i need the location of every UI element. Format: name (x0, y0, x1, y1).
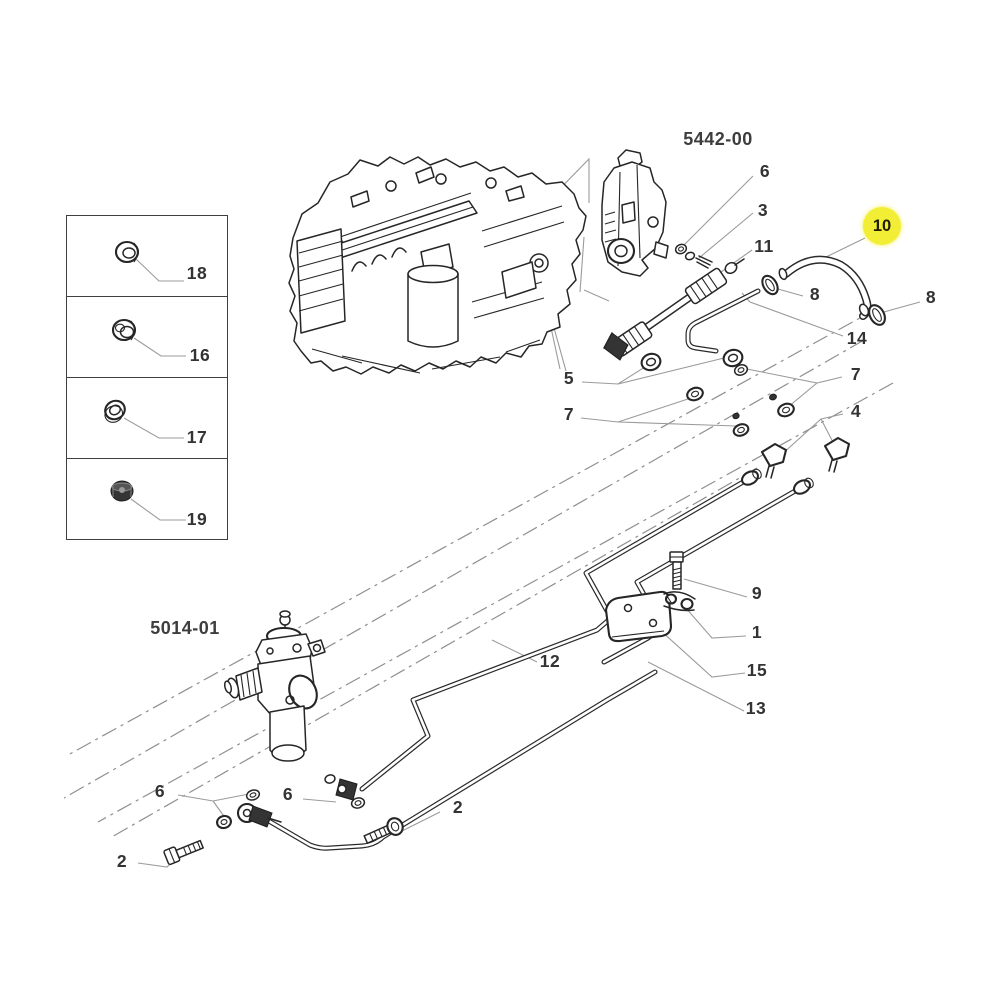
assembly-code-5014: 5014-01 (150, 618, 220, 638)
callout-7-right[interactable]: 7 (850, 364, 862, 384)
bolt-9 (669, 551, 684, 590)
callout-13[interactable]: 13 (745, 698, 767, 718)
legend-label-17[interactable]: 17 (186, 427, 208, 447)
pipe-14 (685, 288, 761, 354)
clamp-8-left (761, 274, 779, 296)
callout-6-bottom-mid[interactable]: 6 (282, 784, 294, 804)
callout-8-right[interactable]: 8 (925, 287, 937, 307)
legend-table-art (104, 240, 140, 502)
callout-2-bottom-left[interactable]: 2 (116, 851, 128, 871)
hose-assembly-11 (603, 258, 745, 361)
legend-label-19[interactable]: 19 (186, 509, 208, 529)
callout-5[interactable]: 5 (563, 368, 575, 388)
bolt-2-left (163, 839, 204, 866)
elbow-fittings-4 (760, 436, 851, 479)
callout-8-left[interactable]: 8 (809, 284, 821, 304)
centerlines (63, 307, 894, 839)
legend-cell-18[interactable] (67, 216, 227, 297)
callout-3[interactable]: 3 (757, 200, 769, 220)
callout-9[interactable]: 9 (751, 583, 763, 603)
legend-table (66, 215, 228, 540)
callout-14[interactable]: 14 (846, 328, 868, 348)
callout-11[interactable]: 11 (754, 236, 774, 256)
pump-5442-illustration (601, 149, 713, 277)
hose-10 (778, 255, 872, 320)
legend-cell-17[interactable] (67, 378, 227, 459)
callout-4[interactable]: 4 (850, 401, 862, 421)
callout-6-bottom-left[interactable]: 6 (154, 781, 166, 801)
clamp-1 (663, 591, 696, 612)
callout-12[interactable]: 12 (539, 651, 561, 671)
callout-15[interactable]: 15 (746, 660, 768, 680)
legend-label-18[interactable]: 18 (186, 263, 208, 283)
legend-label-16[interactable]: 16 (189, 345, 211, 365)
engine-illustration (288, 156, 587, 375)
bracket-plate-15 (604, 590, 673, 643)
assembly-code-5442: 5442-00 (683, 129, 753, 149)
hardware-washers-nuts (640, 348, 795, 437)
callout-1[interactable]: 1 (751, 622, 763, 642)
callout-6-top[interactable]: 6 (759, 161, 771, 181)
bolt-2-right (363, 817, 404, 844)
callout-2-bottom-right[interactable]: 2 (452, 797, 464, 817)
callout-7-left[interactable]: 7 (563, 404, 575, 424)
bottom-fittings (216, 774, 366, 830)
clamp-8-right (868, 304, 886, 326)
legend-cell-16[interactable] (67, 297, 227, 378)
steering-gear-5014 (223, 610, 326, 762)
highlighted-callout-10[interactable]: 10 (863, 207, 901, 245)
